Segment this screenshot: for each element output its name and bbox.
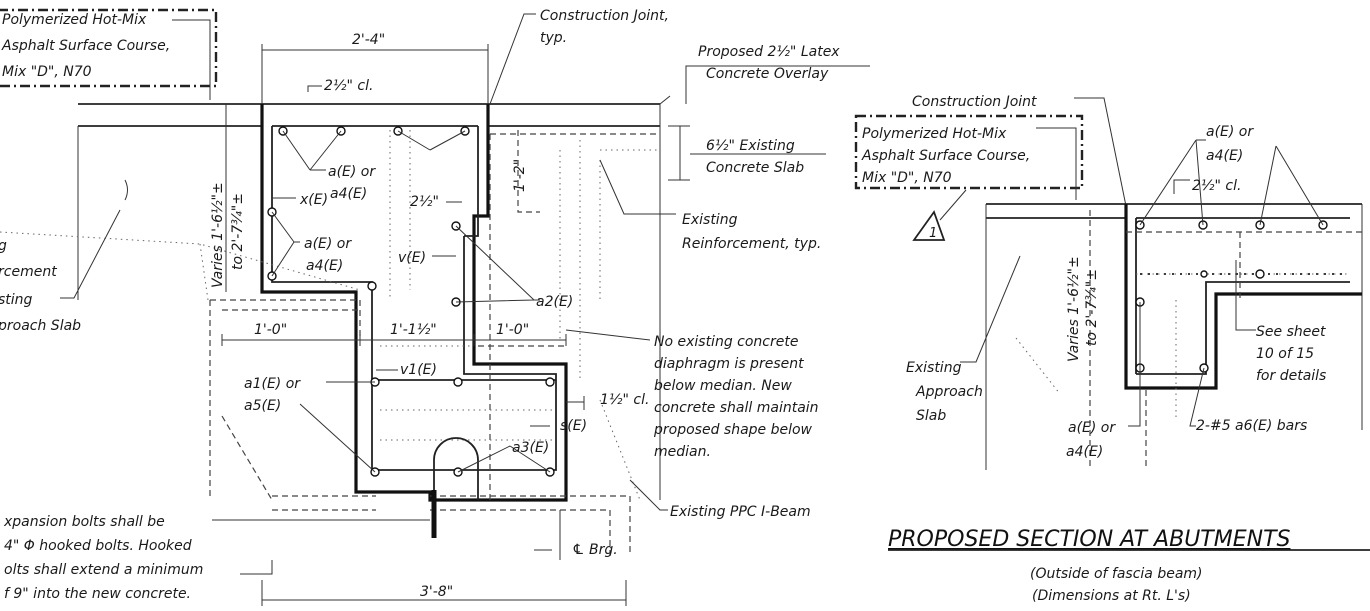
bar-a2-label: a2(E)	[536, 294, 573, 310]
dim-1-0-right: 1'-0"	[496, 322, 529, 338]
bar-a-mid-label-1: a(E) or	[304, 236, 352, 252]
right-bars-note: 2-#5 a6(E) bars	[1196, 418, 1307, 434]
existing-slab-label-2: Concrete Slab	[706, 160, 804, 176]
existing-slab-label-1: 6½" Existing	[706, 138, 795, 154]
left-cut-label-2: rcement	[0, 264, 57, 280]
rebar-bars-right	[1135, 220, 1328, 373]
rebar-cage-top	[271, 125, 557, 471]
varies-label-2: to 2'-7¾"±	[230, 193, 246, 270]
right-varies-2: to 2'-7¾"±	[1084, 269, 1100, 346]
right-bar-a-bottom-1: a(E) or	[1068, 420, 1116, 436]
asphalt-note-line-3: Mix "D", N70	[2, 64, 92, 80]
section-subtitle-2: (Dimensions at Rt. L's)	[1032, 588, 1191, 604]
overlay-line	[487, 104, 660, 127]
bar-a1-label-2: a5(E)	[244, 398, 281, 414]
right-asphalt-note-box	[854, 114, 1084, 190]
bar-a-top-label-1: a(E) or	[328, 164, 376, 180]
right-asphalt-note-3: Mix "D", N70	[862, 170, 952, 186]
existing-slab-outline	[478, 130, 660, 500]
construction-joint-label-2: typ.	[540, 30, 567, 46]
approach-slab-2: Approach	[915, 384, 983, 400]
revision-tag: 1	[929, 226, 937, 241]
dim-3-8: 3'-8"	[420, 584, 453, 600]
proposed-concrete-outline	[260, 104, 568, 502]
bolts-note-3: olts shall extend a minimum	[4, 562, 203, 578]
left-cut-label-1: g	[0, 238, 7, 254]
bolts-note-1: xpansion bolts shall be	[3, 514, 165, 530]
bolts-note-2: 4" Φ hooked bolts. Hooked	[4, 538, 192, 554]
see-sheet-1: See sheet	[1256, 324, 1326, 340]
varies-label-1: Varies 1'-6½"±	[210, 182, 226, 288]
section-title: PROPOSED SECTION AT ABUTMENTS	[888, 527, 1291, 552]
dim-2half: 2½"	[410, 194, 439, 210]
right-asphalt-note-2: Asphalt Surface Course,	[861, 148, 1030, 164]
bar-a1-label-1: a1(E) or	[244, 376, 301, 392]
clear-bottom-label: 1½" cl.	[600, 392, 649, 408]
dim-1-2-vertical: 1'-2"	[512, 159, 528, 192]
see-sheet-2: 10 of 15	[1256, 346, 1314, 362]
bar-v1-label: v1(E)	[400, 362, 437, 378]
brg-label: ℄ Brg.	[572, 542, 618, 558]
revision-triangle	[912, 210, 946, 241]
right-bar-a-top-2: a4(E)	[1206, 148, 1243, 164]
asphalt-note-box: Polymerized Hot-Mix Asphalt Surface Cour…	[0, 8, 218, 100]
bar-s-label: s(E)	[560, 418, 587, 434]
bolts-note-4: f 9" into the new concrete.	[4, 586, 191, 602]
bar-a3-label: a3(E)	[512, 440, 549, 456]
diaphragm-note-2: diaphragm is present	[654, 356, 804, 372]
left-cut-label-4: proach Slab	[0, 318, 81, 334]
right-proposed-concrete	[1124, 204, 1362, 390]
diaphragm-note-6: median.	[654, 444, 711, 460]
diaphragm-note-4: concrete shall maintain	[654, 400, 819, 416]
right-bar-a-bottom-2: a4(E)	[1066, 444, 1103, 460]
clear-top-label: 2½" cl.	[324, 78, 373, 94]
asphalt-note-line-1: Polymerized Hot-Mix	[2, 12, 147, 28]
dim-1-0-left: 1'-0"	[254, 322, 287, 338]
right-bar-a-top-1: a(E) or	[1206, 124, 1254, 140]
left-cut-label-3: sting	[0, 292, 33, 308]
existing-reinf-label-1: Existing	[682, 212, 738, 228]
construction-joint-label-1: Construction Joint,	[540, 8, 669, 24]
approach-slab-1: Existing	[906, 360, 962, 376]
right-clear-top: 2½" cl.	[1192, 178, 1241, 194]
right-section-detail: Construction Joint Polymerized Hot-Mix A…	[854, 94, 1370, 604]
right-varies-1: Varies 1'-6½"±	[1066, 256, 1082, 362]
see-sheet-3: for details	[1256, 368, 1326, 384]
bar-v-label: v(E)	[398, 250, 426, 266]
right-asphalt-note-1: Polymerized Hot-Mix	[862, 126, 1007, 142]
existing-reinf-label-2: Reinforcement, typ.	[682, 236, 821, 252]
asphalt-note-line-2: Asphalt Surface Course,	[1, 38, 170, 54]
diaphragm-note-1: No existing concrete	[654, 334, 798, 350]
diaphragm-note-3: below median. New	[654, 378, 792, 394]
bar-a-top-label-2: a4(E)	[330, 186, 367, 202]
bar-a-mid-label-2: a4(E)	[306, 258, 343, 274]
latex-overlay-label-2: Concrete Overlay	[706, 66, 829, 82]
ppc-beam-label: Existing PPC I-Beam	[670, 504, 811, 520]
section-subtitle-1: (Outside of fascia beam)	[1030, 566, 1203, 582]
diaphragm-note-5: proposed shape below	[653, 422, 813, 438]
hooked-bolt	[433, 437, 479, 500]
left-section-detail: Polymerized Hot-Mix Asphalt Surface Cour…	[0, 8, 870, 606]
dim-2-4: 2'-4"	[352, 32, 385, 48]
latex-overlay-label-1: Proposed 2½" Latex	[698, 44, 840, 60]
dim-1-1half: 1'-1½"	[390, 322, 437, 338]
bar-x-label: x(E)	[299, 192, 328, 208]
right-construction-joint-label: Construction Joint	[912, 94, 1037, 110]
approach-slab-3: Slab	[916, 408, 946, 424]
